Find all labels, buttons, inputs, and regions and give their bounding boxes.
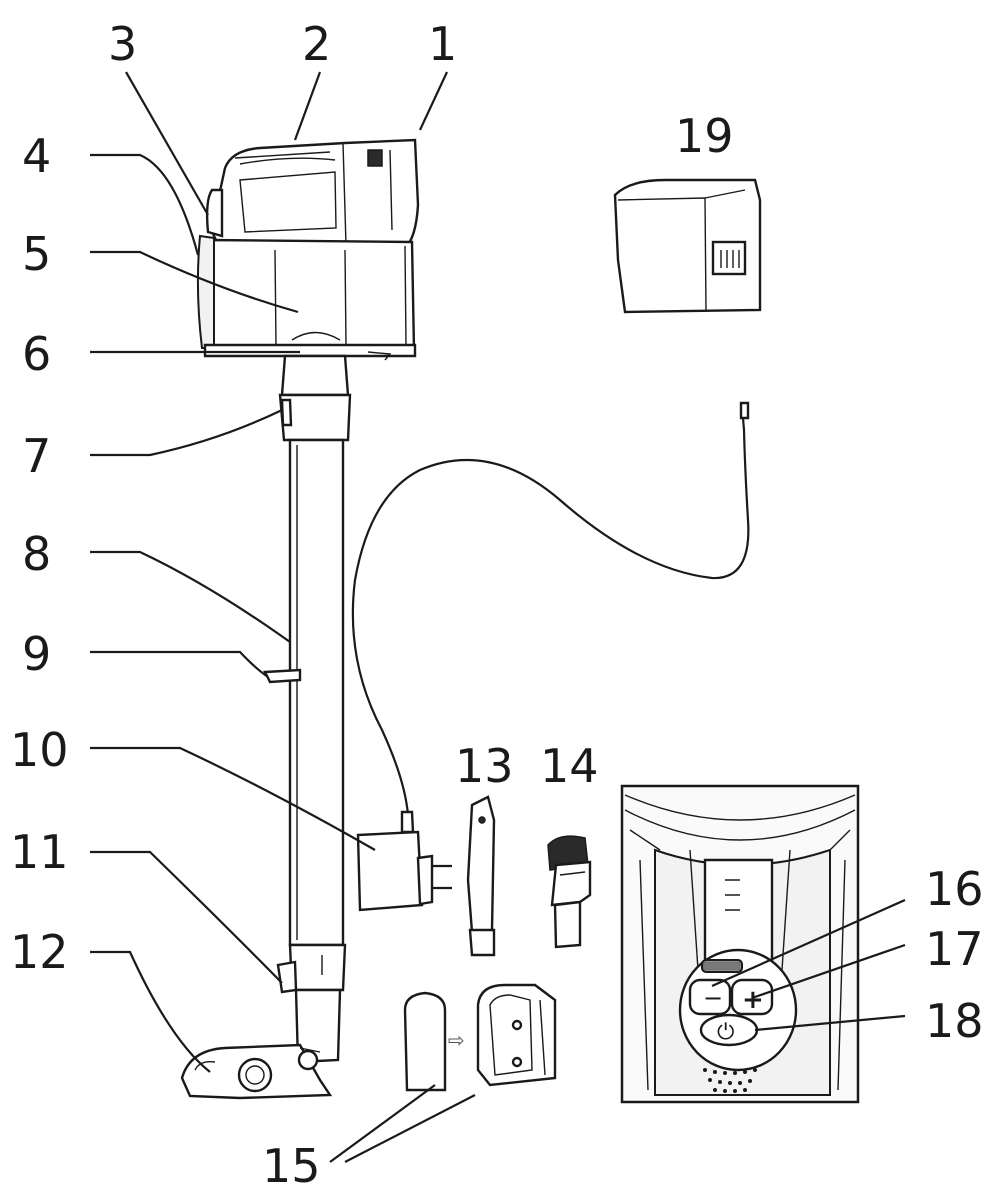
callout-2: 2 bbox=[302, 17, 331, 71]
callout-7: 7 bbox=[22, 429, 51, 483]
callout-5: 5 bbox=[22, 227, 51, 281]
battery-pack bbox=[613, 178, 762, 314]
callout-1: 1 bbox=[428, 17, 457, 71]
direction-arrow: ⇨ bbox=[448, 1028, 465, 1052]
leader-lines bbox=[90, 71, 906, 1163]
control-panel-inset: − + ⏻ bbox=[620, 784, 860, 1104]
crevice-tool bbox=[466, 795, 496, 957]
callout-18: 18 bbox=[925, 994, 984, 1048]
callout-15: 15 bbox=[262, 1139, 321, 1193]
callout-17: 17 bbox=[925, 922, 984, 976]
charger-adapter bbox=[356, 810, 452, 912]
callout-6: 6 bbox=[22, 327, 51, 381]
callout-12: 12 bbox=[10, 925, 69, 979]
callout-10: 10 bbox=[10, 723, 69, 777]
minus-button-symbol: − bbox=[703, 984, 723, 1012]
callout-9: 9 bbox=[22, 627, 51, 681]
callout-14: 14 bbox=[540, 739, 599, 793]
plus-button-symbol: + bbox=[742, 985, 764, 1015]
vent-grille bbox=[703, 1068, 757, 1093]
charger-cord bbox=[351, 401, 750, 816]
callout-3: 3 bbox=[108, 17, 137, 71]
callout-13: 13 bbox=[455, 739, 514, 793]
callout-16: 16 bbox=[925, 862, 984, 916]
callout-4: 4 bbox=[22, 129, 51, 183]
brush-tool bbox=[547, 835, 592, 949]
vacuum-main-body bbox=[180, 138, 420, 1100]
wall-mount-set: ⇨ bbox=[403, 983, 557, 1092]
callout-8: 8 bbox=[22, 527, 51, 581]
power-icon: ⏻ bbox=[717, 1020, 734, 1045]
callout-labels: 1 2 3 4 5 6 7 8 9 10 11 12 13 14 15 16 1… bbox=[10, 17, 984, 1193]
callout-11: 11 bbox=[10, 825, 69, 879]
callout-19: 19 bbox=[675, 109, 734, 163]
